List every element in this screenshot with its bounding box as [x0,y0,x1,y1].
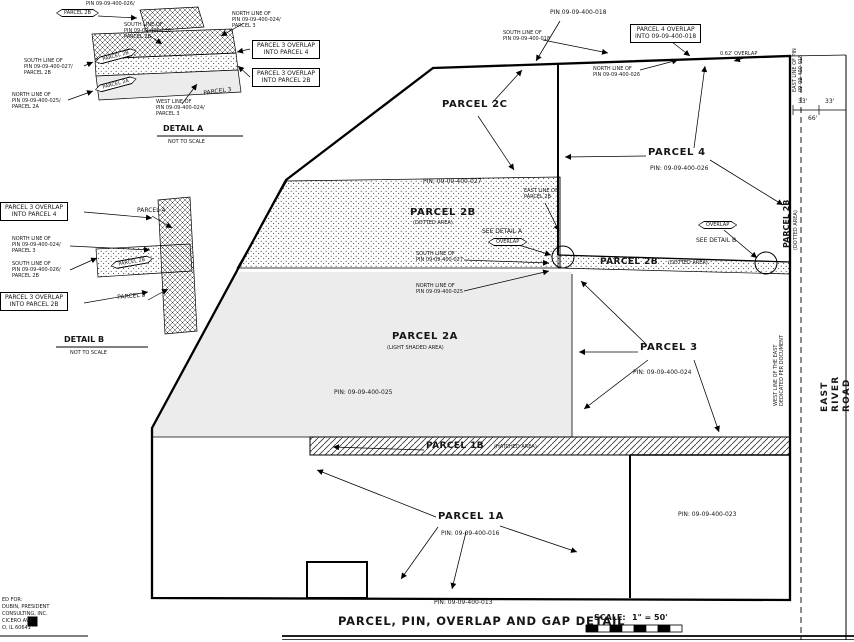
scale-bar [585,624,683,633]
parcel-4-title: PARCEL 4 [648,147,706,158]
main-parcel-outline [150,54,792,602]
pin-026-label: PIN: 09-09-400-026 [650,165,709,172]
parcel-2a-subtitle: (LIGHT SHADED AREA) [387,345,444,351]
pin-023-label: PIN: 09-09-400-023 [678,511,737,518]
pin-027-label: PIN: 09-09-400-027 [423,178,482,185]
parcel-2b-dotted-area [236,176,561,269]
parcel-2b-vertical-subtitle: (DOTTED AREA) [793,210,799,250]
detail-b-overlap-into-parcel2b-box: PARCEL 3 OVERLAP INTO PARCEL 2B [0,292,69,311]
parcel-2b-title: PARCEL 2B [410,207,476,218]
south-line-018-note: SOUTH LINE OF PIN 09-09-400-018 [503,30,551,43]
pin-013-label: PIN: 09-09-400-013 [434,599,493,606]
prepared-for-line-1: ED FOR: [2,597,23,603]
parcel-1b-subtitle: (HATCHED AREA) [494,444,537,450]
prepared-for-line-5: O, IL 60641 [2,625,31,631]
east-river-road-lines [792,55,847,640]
firm-logo-mark [27,616,38,627]
parcel-3-title: PARCEL 3 [640,342,698,353]
detail-b-north-line-024-note: NORTH LINE OF PIN 09-09-400-024/ PARCEL … [12,236,61,255]
sheet-title: PARCEL, PIN, OVERLAP AND GAP DETAIL [338,614,626,628]
detail-a-parcel-2b-tag-top: PARCEL 2B [56,9,99,17]
detail-a-south-line-027-note: SOUTH LINE OF PIN 09-09-400-027/ PARCEL … [24,58,73,77]
detail-b-parcel-4-label: PARCEL 4 [137,207,166,214]
parcel-2b-band-title: PARCEL 2B [600,257,659,267]
parcel-2c-title: PARCEL 2C [442,99,508,110]
detail-a-not-to-scale: NOT TO SCALE [168,139,205,145]
pin-025-label: PIN: 09-09-400-025 [334,389,393,396]
detail-b-not-to-scale: NOT TO SCALE [70,350,107,356]
see-detail-b-note: SEE DETAIL B [696,237,737,244]
pin-018-label: PIN 09-09-400-018 [550,9,607,16]
detail-a-parcel-2b-tag-top-text: PARCEL 2B [57,10,98,16]
parcel-2a-title: PARCEL 2A [392,331,458,342]
prepared-for-line-2: DUBIN, PRESIDENT [2,604,50,610]
overlap-tag-a-text: OVERLAP [489,239,526,245]
detail-b-sketch [56,196,198,348]
parcel-1a-title: PARCEL 1A [438,511,504,522]
parcel-2b-vertical-title: PARCEL 2B [782,199,791,248]
parcel-2b-band-subtitle: (DOTTED AREA) [668,260,708,266]
prepared-for-line-3: CONSULTING, INC. [2,611,48,617]
detail-a-overlap-into-parcel2b-box: PARCEL 3 OVERLAP INTO PARCEL 2B [252,68,321,87]
dimension-66: 66' [808,115,818,122]
detail-a-overlap-into-parcel4-box: PARCEL 3 OVERLAP INTO PARCEL 4 [252,40,321,59]
pin-024-label: PIN: 09-09-400-024 [633,369,692,376]
boundary-notch [306,561,368,599]
east-line-2b-note: EAST LINE OF PARCEL 2B [524,188,558,201]
interior-boundary-lines [152,54,847,456]
pin-016-label: PIN: 09-09-400-016 [441,530,500,537]
scale-label: SCALE: [594,613,626,622]
detail-b-south-line-026-note: SOUTH LINE OF PIN 09-09-400-026/ PARCEL … [12,261,61,280]
dimension-33-right: 33' [825,98,835,105]
north-line-025-note: NORTH LINE OF PIN 09-09-400-025 [416,283,464,296]
overlap-tag-b-text: OVERLAP [699,222,736,228]
dimension-33-left: 33' [798,98,808,105]
east-line-018-vertical-note: EAST LINE OF PIN 09-09-400-018 [792,48,805,92]
overlap-tag-a: OVERLAP [488,238,527,246]
scale-value: 1" = 50' [632,613,668,622]
overlap-circle-b [754,251,778,275]
south-line-027-note: SOUTH LINE OF PIN 09-09-400-027 [416,251,464,264]
detail-a-pin-note: PIN 09-09-400-026/ [86,1,135,7]
detail-b-title: DETAIL B [64,335,105,344]
detail-a-west-line-024-note: WEST LINE OF PIN 09-09-400-024/ PARCEL 3 [156,99,205,118]
detail-a-south-line-parcel2b-note: SOUTH LINE OF PIN 09-09-400-026, PARCEL … [124,22,173,41]
parcel-1b-title: PARCEL 1B [426,441,485,451]
parcel-1b-hatched-band [309,436,791,456]
detail-a-sketch [67,6,251,137]
west-line-vertical-note: WEST LINE OF THE EAST DEDICATED PER DOCU… [773,335,786,406]
parcel-2b-subtitle: (DOTTED AREA) [413,220,453,226]
parcel-area-fills [152,176,791,456]
overlap-circle-a [551,245,575,269]
north-line-026-note: NORTH LINE OF PIN 09-09-400-026 [593,66,641,79]
detail-a-north-line-025-note: NORTH LINE OF PIN 09-09-400-025/ PARCEL … [12,92,61,111]
parcel-4-overlap-into-018-box: PARCEL 4 OVERLAP INTO 09-09-400-018 [630,24,702,43]
detail-a-title: DETAIL A [163,124,204,133]
overlap-tag-b: OVERLAP [698,221,737,229]
parcel-2a-shaded-area [152,272,572,437]
prepared-for-line-4: CICERO AVE [2,618,33,624]
overlap-062-note: 0.62' OVERLAP [720,51,758,57]
detail-a-north-line-parcel3-note: NORTH LINE OF PIN 09-09-400-024/ PARCEL … [232,11,281,30]
detail-b-overlap-into-parcel4-box: PARCEL 3 OVERLAP INTO PARCEL 4 [0,202,69,221]
see-detail-a-note: SEE DETAIL A [482,228,523,235]
east-river-road-label: EAST RIVER ROAD [820,375,852,412]
title-block-linework [0,616,854,640]
leader-arrows [316,20,784,590]
